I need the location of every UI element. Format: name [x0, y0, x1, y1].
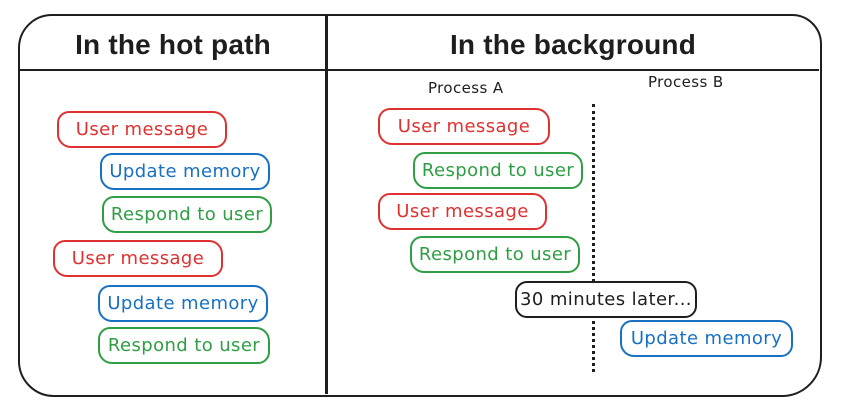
process-a-label: Process A — [428, 79, 504, 97]
user-message-box: User message — [378, 193, 547, 230]
respond-to-user-box: Respond to user — [410, 236, 580, 273]
update-memory-box: Update memory — [620, 320, 793, 357]
user-message-box: User message — [57, 111, 227, 148]
update-memory-box: Update memory — [98, 285, 268, 322]
panel-divider-line — [325, 15, 328, 394]
respond-to-user-box: Respond to user — [413, 152, 583, 189]
hot-path-panel-title: In the hot path — [75, 29, 271, 60]
process-b-label: Process B — [648, 73, 724, 91]
update-memory-box: Update memory — [100, 153, 270, 190]
background-panel-title: In the background — [449, 29, 697, 60]
thirty-minutes-later-box: 30 minutes later... — [515, 281, 697, 318]
user-message-box: User message — [378, 108, 550, 145]
user-message-box: User message — [53, 240, 223, 277]
header-divider-line — [19, 69, 819, 72]
respond-to-user-box: Respond to user — [98, 327, 270, 364]
process-divider-dotted-line — [592, 104, 595, 372]
respond-to-user-box: Respond to user — [102, 196, 272, 233]
